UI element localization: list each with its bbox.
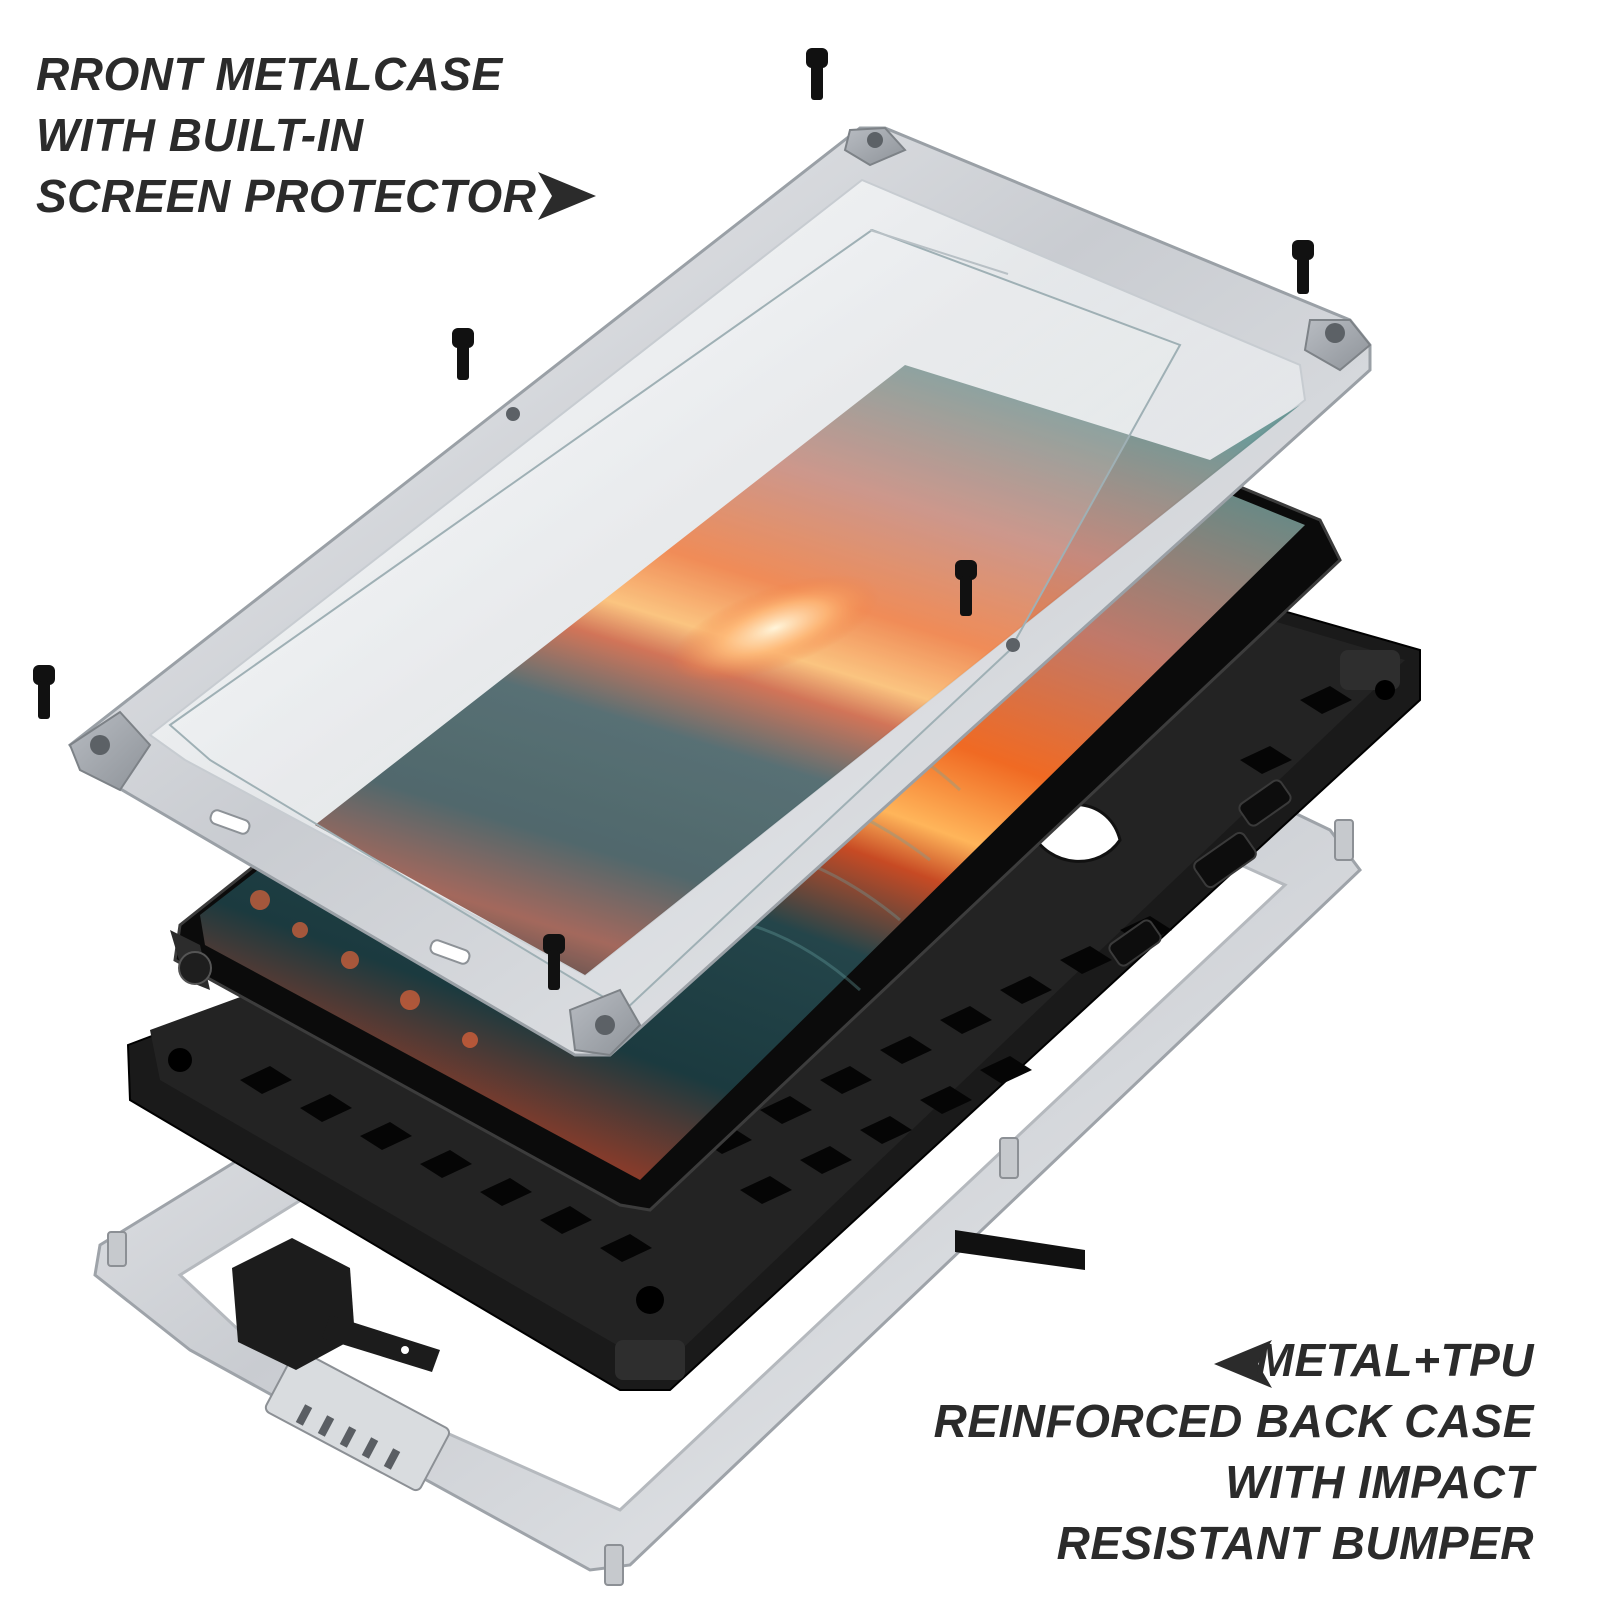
- caption-line: RESISTANT BUMPER: [1056, 1517, 1534, 1569]
- speaker-grille: [264, 1349, 451, 1492]
- screw-icon: [452, 328, 474, 380]
- front-case-caption: RRONT METALCASE WITH BUILT-IN SCREEN PRO…: [36, 44, 536, 227]
- front-metal-frame: [67, 126, 1372, 1057]
- port-plug: [232, 1238, 440, 1372]
- caption-line: SCREEN PROTECTOR: [36, 170, 537, 222]
- arrow-left-icon: [1214, 1340, 1272, 1388]
- screws: [33, 48, 1314, 990]
- screw-icon: [806, 48, 828, 100]
- caption-line: RRONT METALCASE: [36, 48, 503, 100]
- sim-tool: [955, 1230, 1085, 1270]
- caption-line: METAL+TPU: [1255, 1334, 1534, 1386]
- caption-line: WITH BUILT-IN: [36, 109, 364, 161]
- caption-line: REINFORCED BACK CASE: [933, 1395, 1534, 1447]
- screw-icon: [543, 934, 565, 990]
- screw-icon: [1292, 240, 1314, 294]
- screw-icon: [33, 665, 55, 719]
- back-case-caption: METAL+TPU REINFORCED BACK CASE WITH IMPA…: [934, 1330, 1534, 1574]
- screw-icon: [955, 560, 977, 616]
- arrow-right-icon: [538, 172, 596, 220]
- caption-line: WITH IMPACT: [1225, 1456, 1534, 1508]
